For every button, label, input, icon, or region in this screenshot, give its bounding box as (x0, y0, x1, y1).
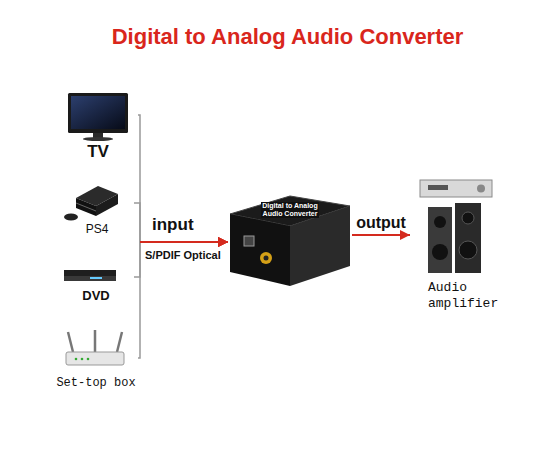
signal-arrow (134, 242, 228, 277)
signal-arrow (138, 115, 228, 242)
bracket-line (138, 242, 140, 358)
tv-icon (68, 93, 128, 141)
node-label: PS4 (62, 222, 132, 236)
ps4-device: PS4 (62, 180, 134, 238)
signal-arrow (134, 203, 228, 242)
node-label: TV (60, 142, 136, 162)
arrow-line (140, 241, 228, 243)
signal-arrow (352, 235, 410, 236)
signal-arrow (138, 242, 228, 358)
bracket-line (134, 203, 140, 242)
amplifier-icon (420, 180, 492, 273)
ps4-icon (64, 186, 118, 221)
bracket-line (134, 242, 140, 277)
arrow-line (352, 234, 410, 236)
arrow-line (140, 241, 228, 243)
tv-device: TV (60, 90, 138, 164)
node-label: DVD (60, 288, 132, 304)
arrow-line (140, 241, 228, 243)
node-label: Audio amplifier (428, 280, 505, 311)
dvd-icon (64, 270, 116, 281)
converter-device: Digital to Analog Audio Converter (228, 195, 352, 290)
edge-label: output (356, 214, 406, 232)
audio-amplifier: Audio amplifier (410, 175, 507, 313)
node-label: Set-top box (56, 376, 136, 390)
signal-label: S/PDIF Optical (145, 249, 221, 261)
dvd-device: DVD (60, 264, 134, 306)
node-label: Digital to Analog Audio Converter (261, 202, 319, 218)
input-label: input (152, 215, 194, 235)
converter-box (230, 196, 350, 286)
set-top-box-icon (66, 330, 124, 365)
set-top-box-device: Set-top box (56, 328, 138, 394)
diagram-title: Digital to Analog Audio Converter (20, 24, 550, 50)
arrow-line (140, 241, 228, 243)
